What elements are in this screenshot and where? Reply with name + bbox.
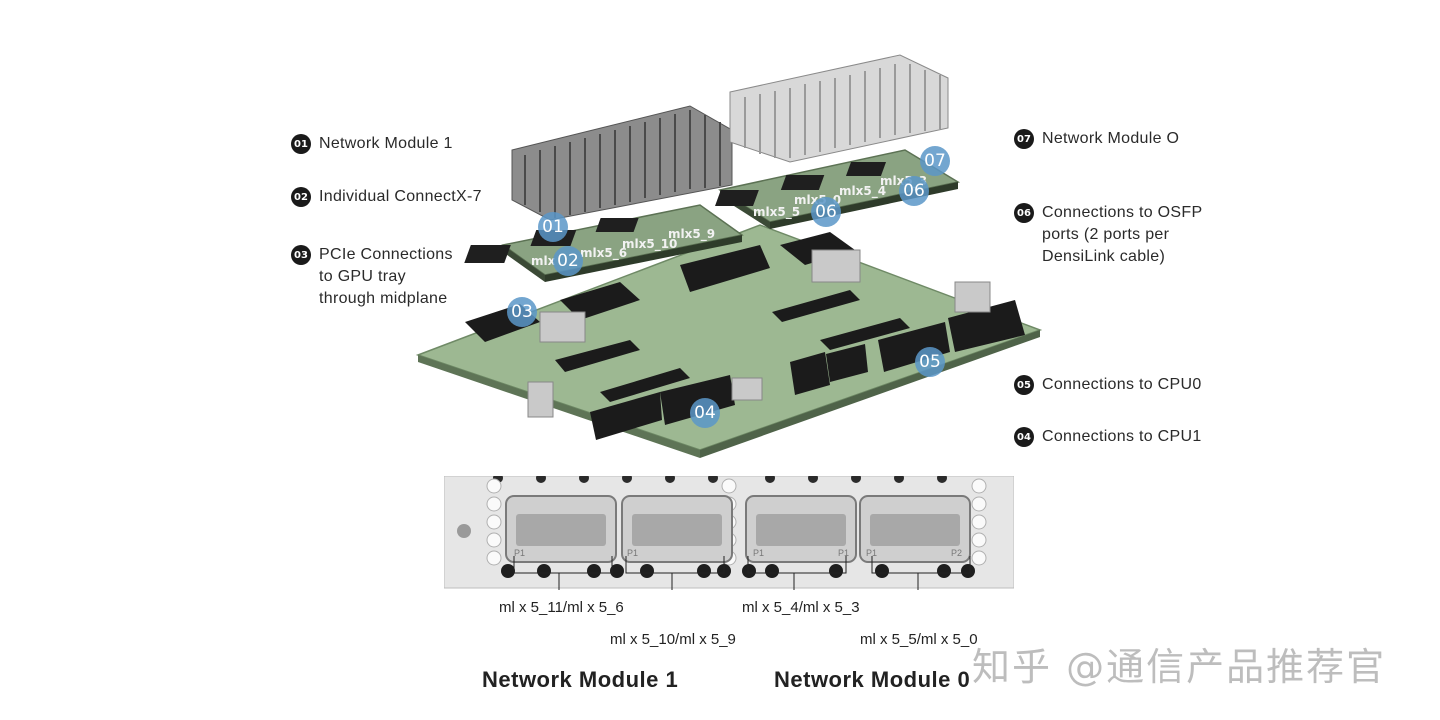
front-panel — [444, 476, 1014, 590]
legend-number-badge: 06 — [1014, 203, 1034, 223]
legend-number-badge: 04 — [1014, 427, 1034, 447]
chip-label: mlx5_4 — [839, 184, 887, 198]
legend-number-badge: 02 — [291, 187, 311, 207]
port-marking: P1 — [627, 548, 639, 558]
network-module-1-title: Network Module 1 — [482, 667, 679, 692]
callout-06: 06 — [899, 176, 929, 206]
legend-item-07: 07 Network Module O — [1014, 128, 1179, 150]
callout-07: 07 — [920, 146, 950, 176]
port-label-mlx5-10-9: ml x 5_10/ml x 5_9 — [610, 631, 736, 648]
chip-label: mlx5_6 — [580, 246, 628, 260]
board-heatsinks-small — [527, 249, 991, 418]
chip-label: mlx5_10 — [622, 237, 678, 251]
board-connectors — [465, 232, 1025, 440]
legend-text: Individual ConnectX-7 — [319, 188, 482, 205]
legend-number-badge: 05 — [1014, 375, 1034, 395]
port-label-mlx5-11-6: ml x 5_11/ml x 5_6 — [499, 599, 624, 616]
legend-text: Connections to CPU1 — [1042, 428, 1202, 445]
legend-item-03: 03 PCIe Connections to GPU tray through … — [291, 244, 453, 310]
callout-04: 04 — [690, 398, 720, 428]
legend-text: Connections to CPU0 — [1042, 376, 1202, 393]
callout-01: 01 — [538, 212, 568, 242]
legend-item-05: 05 Connections to CPU0 — [1014, 374, 1202, 396]
callout-05: 05 — [915, 347, 945, 377]
port-label-mlx5-5-0: ml x 5_5/ml x 5_0 — [860, 631, 978, 648]
legend-text: PCIe Connections to GPU tray through mid… — [319, 246, 453, 307]
chip-label: mlx5_5 — [753, 205, 801, 219]
callout-02: 02 — [553, 246, 583, 276]
port-marking: P2 — [951, 548, 963, 558]
legend-item-06: 06 Connections to OSFP ports (2 ports pe… — [1014, 202, 1202, 268]
legend-number-badge: 03 — [291, 245, 311, 265]
chip-label: mlx5_9 — [668, 227, 716, 241]
callout-06: 06 — [811, 197, 841, 227]
watermark-text: 知乎 @通信产品推荐官 — [972, 645, 1387, 689]
port-marking: P1 — [753, 548, 765, 558]
legend-text: Network Module 1 — [319, 135, 453, 152]
legend-number-badge: 01 — [291, 134, 311, 154]
callout-03: 03 — [507, 297, 537, 327]
network-module-1-heatsink — [511, 105, 733, 221]
board-illustration — [415, 54, 1043, 458]
port-marking: P1 — [838, 548, 850, 558]
port-label-mlx5-4-3: ml x 5_4/ml x 5_3 — [742, 599, 860, 616]
legend-item-02: 02 Individual ConnectX-7 — [291, 186, 482, 208]
network-module-0-heatsink — [729, 54, 949, 163]
main-board-edge-left — [418, 355, 700, 458]
port-marking: P1 — [514, 548, 526, 558]
legend-item-01: 01 Network Module 1 — [291, 133, 453, 155]
legend-text: Connections to OSFP ports (2 ports per D… — [1042, 204, 1203, 265]
chip-label: mlx — [531, 254, 556, 268]
legend-item-04: 04 Connections to CPU1 — [1014, 426, 1202, 448]
main-board-edge-right — [700, 330, 1040, 458]
legend-number-badge: 07 — [1014, 129, 1034, 149]
module-0-chips — [715, 162, 887, 206]
port-marking: P1 — [866, 548, 878, 558]
network-module-0-title: Network Module 0 — [774, 667, 971, 692]
legend-text: Network Module O — [1042, 130, 1180, 147]
